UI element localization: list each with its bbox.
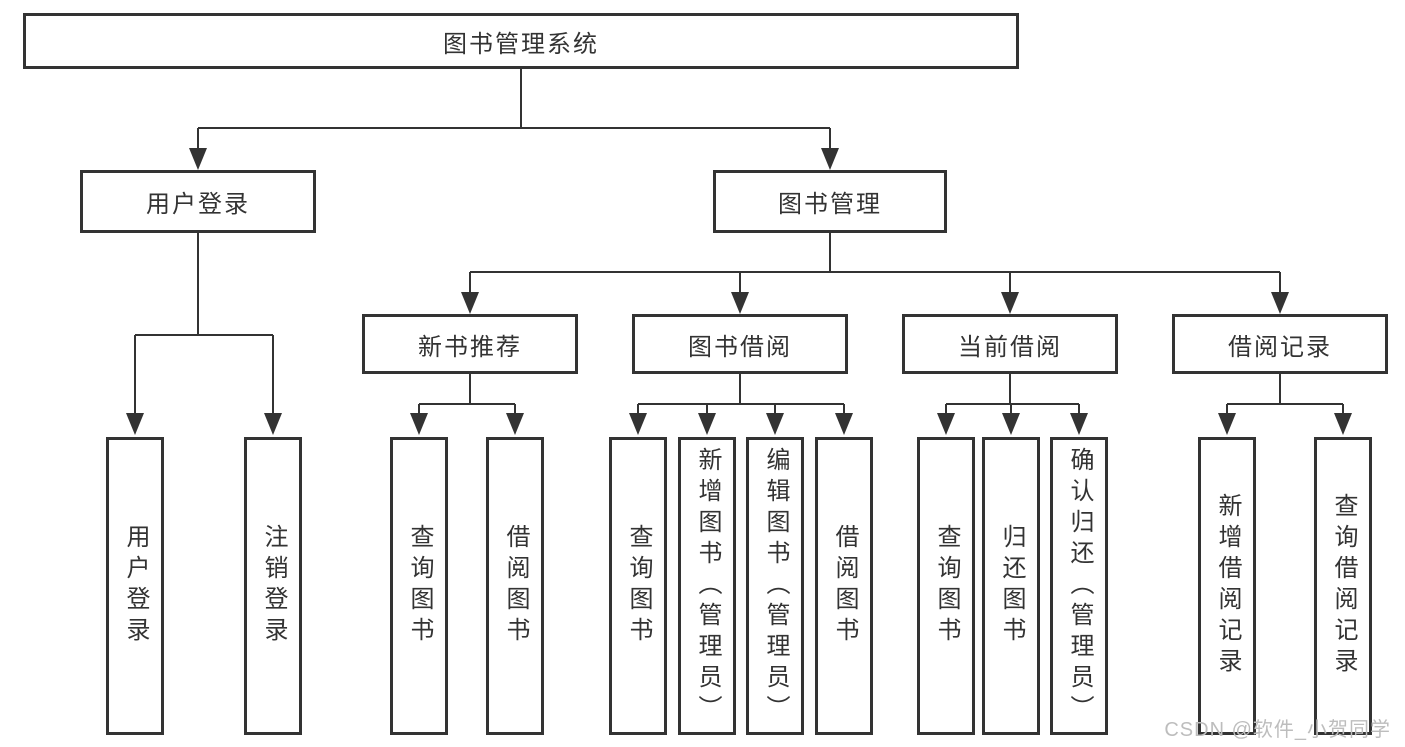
arrow-down-icon (698, 413, 716, 435)
node-user-login: 用户登录 (80, 170, 316, 233)
arrow-down-icon (264, 413, 282, 435)
connector-line (1342, 404, 1344, 415)
connector-line (469, 272, 471, 294)
node-book-management-label: 图书管理 (778, 191, 882, 218)
node-borrowing-records-label: 借阅记录 (1228, 333, 1332, 361)
connector-line (638, 403, 844, 405)
node-user-login-label: 用户登录 (146, 191, 250, 218)
node-book-management: 图书管理 (713, 170, 947, 233)
leaf-borrow-books: 借阅图书 (815, 437, 873, 735)
node-root: 图书管理系统 (23, 13, 1019, 69)
arrow-down-icon (1002, 413, 1020, 435)
connector-line (945, 404, 947, 415)
watermark: CSDN @软件_小贺同学 (1164, 719, 1391, 741)
connector-line (706, 404, 708, 415)
node-new-book-recommend-label: 新书推荐 (418, 333, 522, 361)
leaf-logout: 注销登录 (244, 437, 302, 735)
node-book-borrowing: 图书借阅 (632, 314, 848, 374)
node-root-label: 图书管理系统 (443, 30, 599, 58)
arrow-down-icon (821, 148, 839, 170)
arrow-down-icon (937, 413, 955, 435)
connector-line (272, 335, 274, 415)
leaf-query-books-current: 查询图书 (917, 437, 975, 735)
leaf-return-books-label: 归还图书 (998, 524, 1025, 648)
connector-line (739, 374, 741, 404)
leaf-user-login: 用户登录 (106, 437, 164, 735)
arrow-down-icon (1218, 413, 1236, 435)
leaf-query-books-current-label: 查询图书 (933, 524, 960, 648)
node-book-borrowing-label: 图书借阅 (688, 333, 792, 361)
connector-line (197, 128, 199, 150)
leaf-edit-book-admin-label: 编辑图书（管理员） (762, 446, 789, 726)
arrow-down-icon (731, 292, 749, 314)
connector-line (843, 404, 845, 415)
connector-line (1010, 404, 1012, 415)
leaf-add-borrow-record-label: 新增借阅记录 (1214, 493, 1241, 679)
arrow-down-icon (629, 413, 647, 435)
arrow-down-icon (461, 292, 479, 314)
leaf-borrow-books-label: 借阅图书 (831, 524, 858, 648)
leaf-add-book-admin-label: 新增图书（管理员） (694, 446, 721, 726)
connector-line (135, 334, 273, 336)
node-current-borrowing: 当前借阅 (902, 314, 1118, 374)
arrow-down-icon (189, 148, 207, 170)
connector-line (198, 127, 830, 129)
leaf-query-books-borrowing: 查询图书 (609, 437, 667, 735)
arrow-down-icon (126, 413, 144, 435)
leaf-query-books-recommend: 查询图书 (390, 437, 448, 735)
arrow-down-icon (506, 413, 524, 435)
node-current-borrowing-label: 当前借阅 (958, 333, 1062, 361)
connector-line (1226, 404, 1228, 415)
arrow-down-icon (410, 413, 428, 435)
leaf-query-borrow-record-label: 查询借阅记录 (1330, 493, 1357, 679)
connector-line (1009, 374, 1011, 404)
connector-line (739, 272, 741, 294)
connector-line (418, 404, 420, 415)
connector-line (774, 404, 776, 415)
leaf-edit-book-admin: 编辑图书（管理员） (746, 437, 804, 735)
leaf-add-book-admin: 新增图书（管理员） (678, 437, 736, 735)
connector-line (1227, 403, 1343, 405)
connector-line (469, 374, 471, 404)
connector-line (829, 233, 831, 272)
leaf-confirm-return-admin: 确认归还（管理员） (1050, 437, 1108, 735)
leaf-logout-label: 注销登录 (260, 524, 287, 648)
leaf-borrow-books-recommend-label: 借阅图书 (502, 524, 529, 648)
leaf-add-borrow-record: 新增借阅记录 (1198, 437, 1256, 735)
connector-line (637, 404, 639, 415)
connector-line (1078, 404, 1080, 415)
leaf-borrow-books-recommend: 借阅图书 (486, 437, 544, 735)
arrow-down-icon (1334, 413, 1352, 435)
connector-line (520, 68, 522, 128)
connector-line (1279, 374, 1281, 404)
node-new-book-recommend: 新书推荐 (362, 314, 578, 374)
leaf-query-books-borrowing-label: 查询图书 (625, 524, 652, 648)
node-borrowing-records: 借阅记录 (1172, 314, 1388, 374)
connector-line (470, 271, 1280, 273)
arrow-down-icon (1271, 292, 1289, 314)
arrow-down-icon (1001, 292, 1019, 314)
arrow-down-icon (835, 413, 853, 435)
leaf-confirm-return-admin-label: 确认归还（管理员） (1066, 446, 1093, 726)
connector-line (1279, 272, 1281, 294)
connector-line (197, 233, 199, 335)
connector-line (829, 128, 831, 150)
connector-line (514, 404, 516, 415)
leaf-user-login-label: 用户登录 (122, 524, 149, 648)
arrow-down-icon (766, 413, 784, 435)
leaf-query-books-recommend-label: 查询图书 (406, 524, 433, 648)
connector-line (134, 335, 136, 415)
connector-line (1009, 272, 1011, 294)
connector-line (419, 403, 515, 405)
arrow-down-icon (1070, 413, 1088, 435)
leaf-return-books: 归还图书 (982, 437, 1040, 735)
leaf-query-borrow-record: 查询借阅记录 (1314, 437, 1372, 735)
connector-line (946, 403, 1079, 405)
